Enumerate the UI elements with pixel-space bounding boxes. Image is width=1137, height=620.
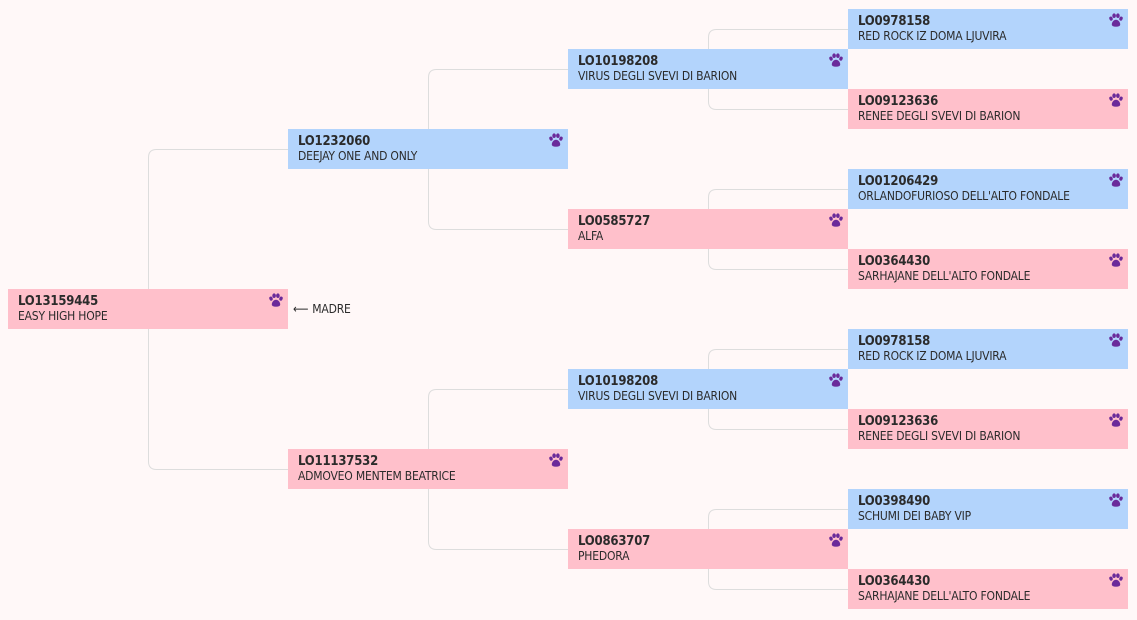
ancestor-name: VIRUS DEGLI SVEVI DI BARION	[578, 69, 737, 83]
ancestor-name: DEEJAY ONE AND ONLY	[298, 149, 418, 163]
ancestor-node-great-grandparent[interactable]: LO09123636 RENEE DEGLI SVEVI DI BARION	[848, 89, 1128, 129]
madre-label-text: MADRE	[312, 302, 351, 316]
ancestor-name: ADMOVEO MENTEM BEATRICE	[298, 469, 456, 483]
madre-pointer: ⟵MADRE	[293, 302, 351, 316]
ancestor-name: RENEE DEGLI SVEVI DI BARION	[858, 109, 1021, 123]
ancestor-name: PHEDORA	[578, 549, 630, 563]
ancestor-node-great-grandparent[interactable]: LO09123636 RENEE DEGLI SVEVI DI BARION	[848, 409, 1128, 449]
ancestor-name: ALFA	[578, 229, 604, 243]
ancestor-node-great-grandparent[interactable]: LO0978158 RED ROCK IZ DOMA LJUVIRA	[848, 329, 1128, 369]
arrow-left-icon: ⟵	[293, 302, 309, 316]
ancestor-name: SARHAJANE DELL'ALTO FONDALE	[858, 589, 1031, 603]
ancestor-node-sire[interactable]: LO1232060 DEEJAY ONE AND ONLY	[288, 129, 568, 169]
ancestor-code: LO09123636	[858, 94, 939, 109]
ancestor-name: RED ROCK IZ DOMA LJUVIRA	[858, 29, 1007, 43]
ancestor-node-grandparent[interactable]: LO10198208 VIRUS DEGLI SVEVI DI BARION	[568, 49, 848, 89]
paw-icon[interactable]	[1108, 493, 1124, 508]
paw-icon[interactable]	[1108, 13, 1124, 28]
subject-code: LO13159445	[18, 294, 99, 309]
ancestor-node-dam[interactable]: LO11137532 ADMOVEO MENTEM BEATRICE	[288, 449, 568, 489]
subject-node[interactable]: LO13159445 EASY HIGH HOPE	[8, 289, 288, 329]
ancestor-code: LO0585727	[578, 214, 651, 229]
ancestor-code: LO1232060	[298, 134, 371, 149]
ancestor-node-grandparent[interactable]: LO0585727 ALFA	[568, 209, 848, 249]
ancestor-node-great-grandparent[interactable]: LO01206429 ORLANDOFURIOSO DELL'ALTO FOND…	[848, 169, 1128, 209]
ancestor-code: LO0978158	[858, 334, 931, 349]
paw-icon[interactable]	[828, 53, 844, 68]
paw-icon[interactable]	[548, 133, 564, 148]
ancestor-name: SCHUMI DEI BABY VIP	[858, 509, 971, 523]
ancestor-name: SARHAJANE DELL'ALTO FONDALE	[858, 269, 1031, 283]
paw-icon[interactable]	[1108, 333, 1124, 348]
ancestor-code: LO0364430	[858, 574, 931, 589]
ancestor-code: LO0364430	[858, 254, 931, 269]
ancestor-node-grandparent[interactable]: LO10198208 VIRUS DEGLI SVEVI DI BARION	[568, 369, 848, 409]
ancestor-code: LO0978158	[858, 14, 931, 29]
ancestor-node-great-grandparent[interactable]: LO0978158 RED ROCK IZ DOMA LJUVIRA	[848, 9, 1128, 49]
ancestor-node-grandparent[interactable]: LO0863707 PHEDORA	[568, 529, 848, 569]
ancestor-code: LO10198208	[578, 54, 659, 69]
paw-icon[interactable]	[1108, 253, 1124, 268]
ancestor-name: ORLANDOFURIOSO DELL'ALTO FONDALE	[858, 189, 1070, 203]
ancestor-code: LO09123636	[858, 414, 939, 429]
ancestor-code: LO11137532	[298, 454, 379, 469]
paw-icon[interactable]	[1108, 173, 1124, 188]
ancestor-code: LO0863707	[578, 534, 651, 549]
ancestor-code: LO0398490	[858, 494, 931, 509]
paw-icon[interactable]	[548, 453, 564, 468]
ancestor-name: RENEE DEGLI SVEVI DI BARION	[858, 429, 1021, 443]
paw-icon[interactable]	[268, 293, 284, 308]
ancestor-name: RED ROCK IZ DOMA LJUVIRA	[858, 349, 1007, 363]
ancestor-code: LO01206429	[858, 174, 939, 189]
paw-icon[interactable]	[828, 373, 844, 388]
paw-icon[interactable]	[828, 213, 844, 228]
paw-icon[interactable]	[1108, 573, 1124, 588]
subject-name: EASY HIGH HOPE	[18, 309, 108, 323]
ancestor-code: LO10198208	[578, 374, 659, 389]
paw-icon[interactable]	[1108, 93, 1124, 108]
ancestor-node-great-grandparent[interactable]: LO0398490 SCHUMI DEI BABY VIP	[848, 489, 1128, 529]
paw-icon[interactable]	[828, 533, 844, 548]
ancestor-node-great-grandparent[interactable]: LO0364430 SARHAJANE DELL'ALTO FONDALE	[848, 569, 1128, 609]
ancestor-node-great-grandparent[interactable]: LO0364430 SARHAJANE DELL'ALTO FONDALE	[848, 249, 1128, 289]
paw-icon[interactable]	[1108, 413, 1124, 428]
ancestor-name: VIRUS DEGLI SVEVI DI BARION	[578, 389, 737, 403]
